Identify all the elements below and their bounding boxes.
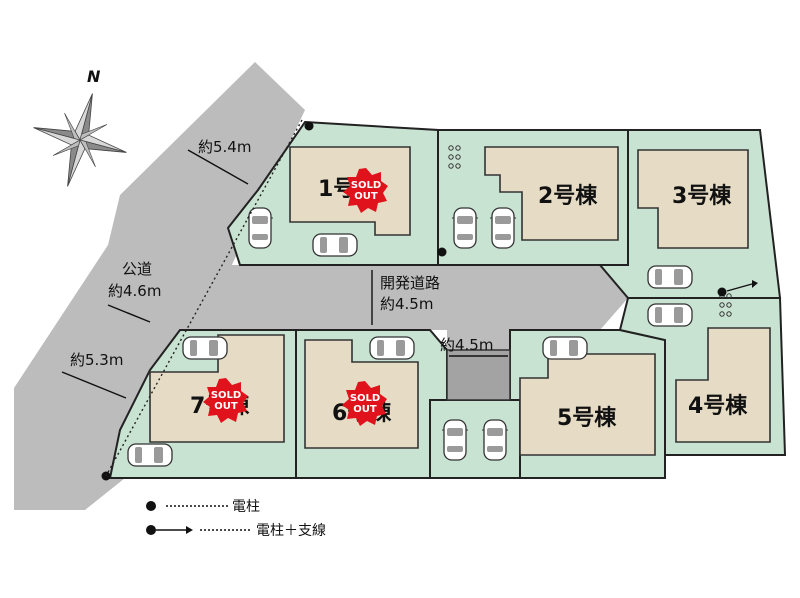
parking-space-car: [312, 233, 358, 257]
house-2: [484, 146, 619, 241]
parking-space-car: [369, 336, 415, 360]
public-road-label: 公道: [122, 260, 152, 278]
branch-road: [446, 349, 511, 401]
dimension-arrow: [187, 149, 249, 185]
dev-road-width: 約4.5m: [380, 295, 433, 313]
parking-space-car: [441, 419, 469, 461]
legend-pole-stay-label: 電柱＋支線: [256, 523, 326, 539]
sold-badge-line1: SOLD: [351, 180, 381, 191]
compass-rose-icon: [33, 93, 127, 187]
sold-out-badge: SOLD OUT: [203, 378, 248, 423]
sold-badge-line2: OUT: [214, 401, 238, 412]
parking-space-car: [127, 443, 173, 467]
dev-road-branch-width: 約4.5m: [440, 336, 493, 354]
building-label-2: 2号棟: [538, 183, 598, 209]
sold-out-badge: SOLD OUT: [342, 381, 387, 426]
arrow-head-icon: [752, 280, 758, 288]
parking-space-car: [182, 336, 228, 360]
utility-pole-icon: [304, 121, 314, 131]
utility-pole-icon: [437, 247, 447, 257]
parking-space-car: [489, 207, 517, 249]
parking-space-car: [647, 303, 693, 327]
legend-pole-label: 電柱: [232, 499, 260, 515]
house-5: [519, 353, 656, 456]
house-3: [637, 149, 749, 249]
parking-space-car: [481, 419, 509, 461]
building-label-5: 5号棟: [557, 405, 617, 431]
development-road: [200, 265, 628, 400]
building-label-4: 4号棟: [688, 393, 748, 419]
parking-space-car: [542, 336, 588, 360]
sold-badge-line1: SOLD: [211, 390, 241, 401]
stay-wire: [726, 283, 753, 292]
public-road: [14, 62, 305, 510]
legend: 電柱 電柱＋支線: [146, 499, 326, 539]
legend-pole-icon: [146, 501, 156, 511]
compass-north-label: N: [87, 67, 101, 86]
sold-badge-line2: OUT: [353, 404, 377, 415]
sold-badge-line2: OUT: [354, 191, 378, 202]
parking-space-car: [647, 265, 693, 289]
legend-arrow-icon: [186, 526, 193, 534]
dev-road-label: 開発道路: [380, 274, 440, 292]
public-road-width: 約4.6m: [108, 282, 161, 300]
legend-pole-stay-icon: [146, 525, 156, 535]
dimension-arrow: [107, 304, 151, 323]
building-label-3: 3号棟: [672, 183, 732, 209]
sold-out-badge: SOLD OUT: [343, 168, 388, 213]
road-width-top: 約5.4m: [198, 138, 251, 156]
road-width-bottom: 約5.3m: [70, 351, 123, 369]
dimension-arrow: [61, 371, 127, 399]
utility-pole-icon: [717, 287, 727, 297]
house-4: [675, 327, 771, 443]
parking-space-car: [451, 207, 479, 249]
sold-badge-line1: SOLD: [350, 393, 380, 404]
